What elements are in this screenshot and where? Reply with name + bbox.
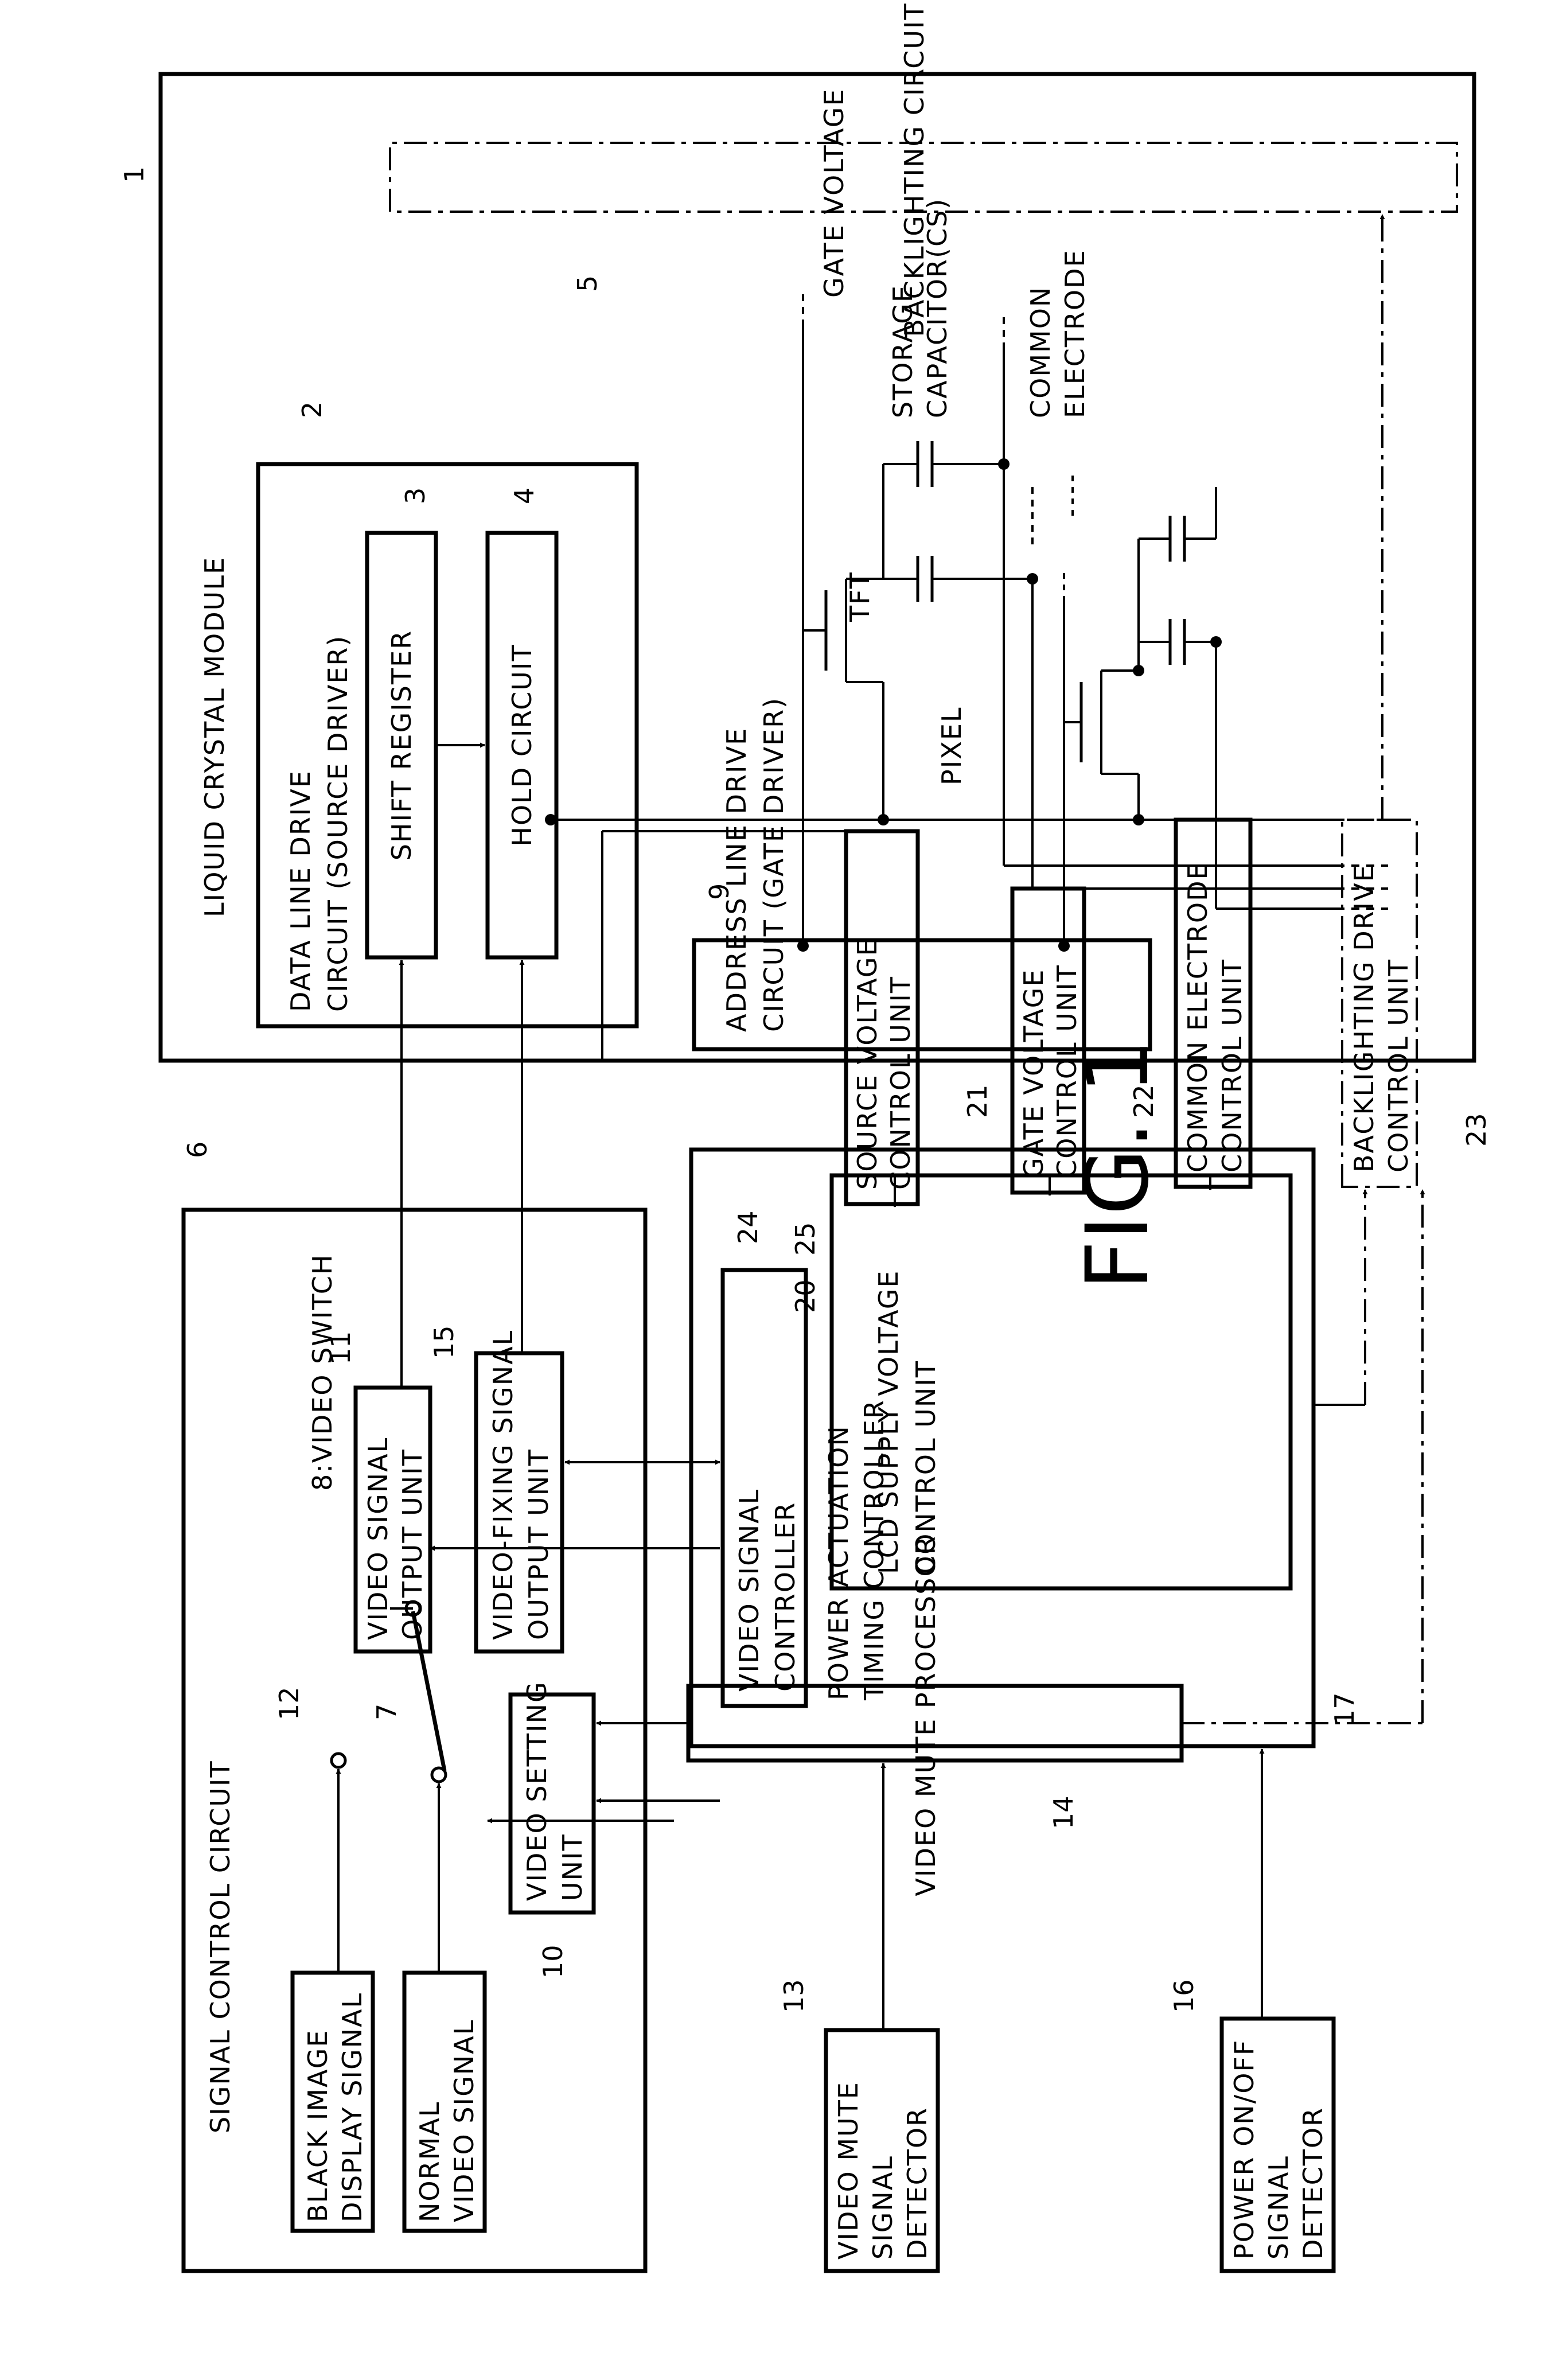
gate-voltage-label: GATE VOLTAGE (819, 88, 849, 298)
figure-title: FIG. 1 (1068, 1039, 1168, 1290)
ref-15: 15 (428, 1325, 459, 1359)
power-detector-label-2: SIGNAL (1263, 2155, 1294, 2260)
node (1133, 814, 1144, 825)
liquid-crystal-module-label: LIQUID CRYSTAL MODULE (199, 556, 230, 917)
normal-video-label-2: VIDEO SIGNAL (449, 2019, 480, 2222)
black-image-label-2: DISPLAY SIGNAL (337, 1992, 368, 2222)
video-signal-output-label-2: OUTPUT UNIT (397, 1448, 428, 1640)
source-voltage-label-1: SOURCE VOLTAGE (852, 938, 883, 1190)
node (797, 940, 809, 952)
ref-13: 13 (778, 1979, 809, 2013)
video-fixing-label-1: VIDEO-FIXING SIGNAL (488, 1330, 519, 1640)
liquid-crystal-module-box (161, 74, 1474, 1061)
video-signal-controller-label-1: VIDEO SIGNAL (734, 1489, 765, 1692)
switch-contact-black (332, 1754, 345, 1767)
ref-7: 7 (371, 1704, 402, 1720)
backlighting-drive-label-2: CONTROL UNIT (1383, 959, 1414, 1173)
video-setting-label-1: VIDEO SETTING (521, 1681, 552, 1901)
node (1027, 573, 1038, 585)
ref-16: 16 (1168, 1979, 1199, 2013)
common-electrode-unit-label-1: COMMON ELECTRODE (1182, 862, 1213, 1173)
ref-5: 5 (572, 275, 603, 292)
lcd-supply-label-1: LCD SUPPLY VOLTAGE (873, 1270, 904, 1574)
ref-14: 14 (1048, 1795, 1079, 1829)
black-image-label-1: BLACK IMAGE (302, 2030, 333, 2222)
node (998, 458, 1010, 470)
ref-11: 11 (325, 1331, 356, 1365)
tft-pixel-array: TFT PIXEL GATE VOLTAGE STORAGE CAPACITOR… (545, 88, 1388, 952)
normal-video-label-1: NORMAL (414, 2101, 445, 2222)
pixel-label: PIXEL (936, 706, 967, 785)
video-mute-detector-label-2: SIGNAL (867, 2155, 898, 2260)
ref-23: 23 (1461, 1113, 1492, 1147)
gate-voltage-unit-label-1: GATE VOLTAGE (1018, 969, 1049, 1178)
video-signal-output-label-1: VIDEO SIGNAL (363, 1437, 393, 1640)
video-signal-controller-label-2: CONTROLLER (770, 1502, 801, 1692)
ref-3: 3 (400, 488, 431, 504)
video-mute-detector-label-1: VIDEO MUTE (833, 2081, 864, 2260)
backlighting-drive-label-1: BACKLIGHTING DRIVE (1348, 864, 1379, 1173)
ref-9: 9 (704, 883, 735, 900)
ref-21: 21 (962, 1084, 993, 1118)
node (1058, 940, 1070, 952)
ref-2: 2 (297, 402, 328, 418)
common-electrode-label-2: ELECTRODE (1059, 249, 1090, 418)
ref-10: 10 (537, 1945, 568, 1978)
node (545, 814, 556, 825)
address-line-label-2: CIRCUIT (GATE DRIVER) (758, 697, 789, 1032)
power-detector-label-3: DETECTOR (1297, 2107, 1328, 2260)
node (1133, 665, 1144, 676)
common-electrode-label-1: COMMON (1025, 286, 1056, 418)
node (878, 814, 889, 825)
ref-20: 20 (790, 1279, 821, 1313)
ref-17: 17 (1329, 1692, 1360, 1726)
ref-1: 1 (119, 166, 150, 183)
hold-circuit-label: HOLD CIRCUIT (506, 644, 537, 846)
signal-control-circuit-label: SIGNAL CONTROL CIRCUIT (205, 1760, 236, 2133)
ref-25: 25 (790, 1222, 821, 1256)
rotated-sheet: DATA LINE DRIVE CIRCUIT (SOURCE DRIVER) … (119, 2, 1492, 2271)
power-timing-label-1: POWER ACTUATION (823, 1425, 854, 1700)
address-line-label-1: ADDRESS LINE DRIVE (721, 727, 752, 1032)
video-setting-label-2: UNIT (557, 1833, 588, 1901)
tft-label: TFT (844, 571, 875, 622)
storage-capacitor-label-2: CAPACITOR(CS) (922, 198, 953, 418)
video-fixing-label-2: OUTPUT UNIT (523, 1448, 554, 1640)
video-switch-label: 8:VIDEO SWITCH (307, 1254, 338, 1491)
ref-6: 6 (182, 1142, 213, 1158)
ref-4: 4 (509, 488, 540, 504)
common-electrode-unit-label-2: CONTROL UNIT (1217, 959, 1248, 1173)
shift-register-label: SHIFT REGISTER (386, 630, 417, 860)
source-voltage-label-2: CONTROL UNIT (885, 976, 916, 1190)
ref-12: 12 (274, 1686, 305, 1720)
data-line-label-2: CIRCUIT (SOURCE DRIVER) (322, 635, 353, 1012)
video-mute-detector-label-3: DETECTOR (902, 2107, 933, 2260)
node (1210, 636, 1222, 648)
storage-capacitor-label-1: STORAGE (887, 285, 918, 418)
data-line-label-1: DATA LINE DRIVE (285, 770, 316, 1012)
ref-24: 24 (732, 1210, 763, 1244)
power-detector-label-1: POWER ON/OFF (1229, 2039, 1260, 2260)
video-mute-processor-label: VIDEO MUTE PROCESSOR (910, 1535, 941, 1896)
